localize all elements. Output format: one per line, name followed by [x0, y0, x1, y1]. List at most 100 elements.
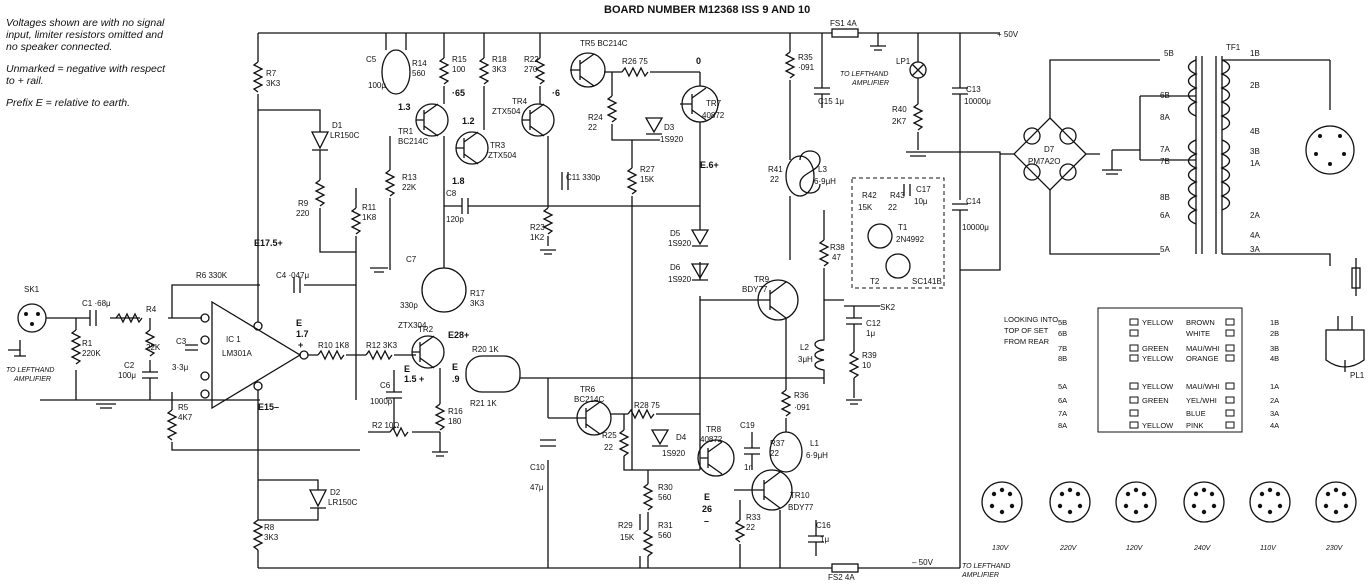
voltage-1-5: 1.5 + [404, 374, 424, 384]
plug-pin [1009, 503, 1015, 509]
voltage-plug-label: 110V [1260, 545, 1277, 552]
tr8-label: TR8 [706, 425, 722, 434]
legend-heading: FROM REAR [1004, 337, 1050, 346]
diode-d3 [644, 117, 664, 135]
plug-pin [1333, 509, 1339, 515]
l3-value: 6·9μH [814, 177, 836, 186]
tr3-leads [456, 131, 479, 165]
voltage-0-6: ·6 [552, 88, 560, 98]
tap-right: 3B [1250, 147, 1260, 156]
r33-label: R33 [746, 513, 761, 522]
r27-label: R27 [640, 165, 655, 174]
transformer-core [1195, 56, 1223, 254]
d4-value: 1S920 [662, 449, 686, 458]
legend-left-colour: YELLOW [1142, 318, 1174, 327]
socket-pin [1338, 134, 1342, 138]
capacitor-c16 [808, 520, 824, 556]
r1-label: R1 [82, 339, 93, 348]
tr3-label: TR3 [490, 141, 506, 150]
voltage-e6: E.6+ [700, 160, 719, 170]
plug-pin [1067, 487, 1073, 493]
r26-label: R26 75 [622, 57, 648, 66]
legend-right-code: 2A [1270, 396, 1279, 405]
tap-right: 2B [1250, 81, 1260, 90]
r11-label: R11 [362, 203, 377, 212]
to-lefthand-top-2: AMPLIFIER [851, 80, 889, 87]
l1-r37-loop [769, 431, 803, 473]
socket-pin [1318, 134, 1322, 138]
to-lefthand-input: TO LEFTHAND [6, 367, 55, 374]
voltage-e28: E28+ [448, 330, 469, 340]
r28-label: R28 75 [634, 401, 660, 410]
plug-pin [1007, 491, 1013, 497]
r35-label: R35 [798, 53, 813, 62]
resistor-r26 [621, 66, 649, 78]
r30-label: R30 [658, 483, 673, 492]
legend-left-terminal [1129, 329, 1139, 337]
supply-wire [930, 151, 1001, 271]
capacitor-c4 [293, 277, 301, 293]
r40-label: R40 [892, 105, 907, 114]
resistor-r18 [478, 57, 490, 85]
resistor-r3 [115, 312, 143, 324]
legend-left-code: 8A [1058, 421, 1067, 430]
r22-value: 270 [524, 65, 538, 74]
resistor-r9 [314, 179, 326, 207]
legend-right-code: 1B [1270, 318, 1279, 327]
legend-right-code: 3A [1270, 409, 1279, 418]
voltage-plug-1 [1049, 481, 1091, 523]
notes-block: Voltages shown are with no signal input,… [6, 17, 236, 109]
transistor-tr8 [697, 439, 735, 477]
legend-left-colour: GREEN [1142, 344, 1169, 353]
tr2-value: ZTX304 [398, 321, 427, 330]
r7-label: R7 [266, 69, 277, 78]
legend-right-code: 3B [1270, 344, 1279, 353]
c2-value: 100μ [118, 371, 136, 380]
r13-label: R13 [402, 173, 417, 182]
fuse-fs2 [831, 563, 859, 573]
tr10-leads [734, 471, 781, 509]
bridge-rectifier-d7 [1013, 117, 1087, 191]
r24-wire [611, 72, 660, 141]
voltage-plug-3 [1183, 481, 1225, 523]
d1-label: D1 [332, 121, 343, 130]
bridge-diode [1023, 163, 1041, 181]
bridge-diode [1059, 127, 1077, 145]
ic1-label: IC 1 [226, 335, 241, 344]
diode-d6 [690, 263, 710, 281]
plug-pin [1193, 491, 1199, 497]
plug-pin [999, 487, 1005, 493]
legend-right-colour: WHITE [1186, 329, 1210, 338]
voltage-e15: E15– [258, 402, 279, 412]
c11-label: C11 330p [566, 173, 601, 182]
c6-label: C6 [380, 381, 391, 390]
tr10-label: TR10 [790, 491, 810, 500]
resistor-r15 [438, 57, 450, 85]
tr9-value: BDY77 [742, 285, 768, 294]
capacitor-c2 [142, 371, 158, 400]
l1-value: 6·9μH [806, 451, 828, 460]
r39-value: 10 [862, 361, 871, 370]
voltage-plug-5 [1315, 481, 1357, 523]
voltage-26: 26 [702, 504, 712, 514]
legend-right-terminal [1225, 409, 1235, 417]
c14-label: C14 [966, 197, 981, 206]
pl1-pins [1337, 316, 1353, 372]
c7-value: 330p [400, 301, 418, 310]
r25-label: R25 [602, 431, 617, 440]
legend-left-terminal [1129, 354, 1139, 362]
c4-label: C4 ·047μ [276, 271, 309, 280]
tr1-value: BC214C [398, 137, 428, 146]
tr6-value: BC214C [574, 395, 604, 404]
r11-value: 1K8 [362, 213, 377, 222]
resistor-r8 [252, 519, 264, 551]
r18-value: 3K3 [492, 65, 507, 74]
tr7-value: 40872 [702, 111, 725, 120]
tr8-leads [700, 441, 723, 475]
capacitor-c6 [386, 370, 402, 430]
tr9-leads [700, 281, 787, 319]
c19-label: C19 [740, 421, 755, 430]
note-line: Voltages shown are with no signal [6, 17, 165, 29]
tr1-label: TR1 [398, 127, 414, 136]
t1-value: 2N4992 [896, 235, 925, 244]
